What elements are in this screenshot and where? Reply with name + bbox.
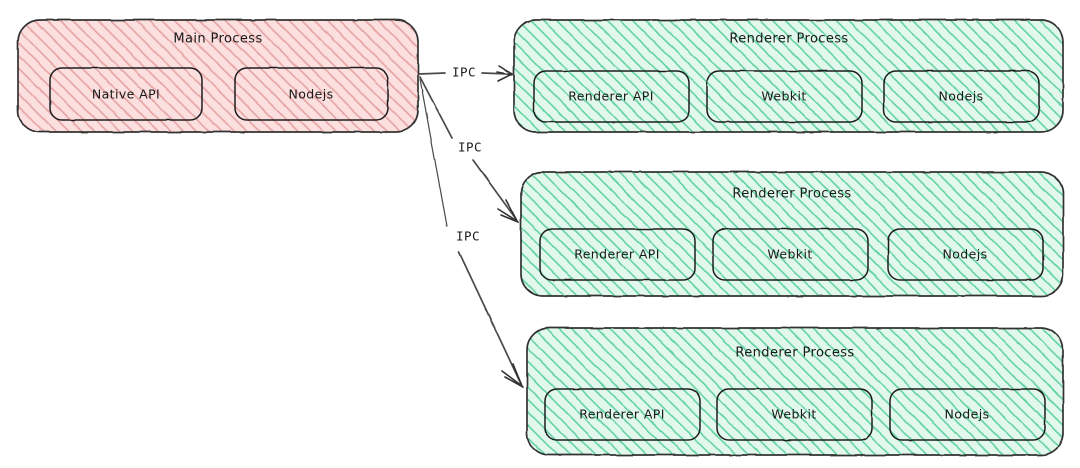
renderer-1-child-box-renderer-api[interactable]: [533, 70, 690, 123]
renderer-process-2-box: [520, 171, 1064, 297]
renderer-1-child-box-webkit[interactable]: [706, 70, 863, 123]
edge-ipc-3-label: IPC: [456, 229, 480, 244]
renderer-process-2-node[interactable]: Renderer Process Renderer API Webkit Nod…: [520, 171, 1064, 297]
renderer-1-child-label-nodejs: Nodejs: [938, 89, 983, 104]
renderer-process-1-box: [513, 19, 1064, 133]
renderer-3-child-box-nodejs[interactable]: [889, 388, 1046, 441]
renderer-1-child-label-webkit: Webkit: [761, 89, 806, 104]
main-process-child-label-nodejs: Nodejs: [288, 87, 333, 102]
edge-ipc-1[interactable]: [418, 65, 514, 82]
renderer-3-child-label-nodejs: Nodejs: [944, 407, 989, 422]
renderer-process-3-node[interactable]: Renderer Process Renderer API Webkit Nod…: [526, 327, 1064, 456]
main-process-child-label-native-api: Native API: [92, 87, 160, 102]
renderer-2-child-box-renderer-api[interactable]: [539, 228, 696, 281]
edge-ipc-1-label: IPC: [452, 65, 476, 80]
renderer-process-3-box: [526, 327, 1064, 456]
main-process-child-box-nodejs[interactable]: [234, 67, 389, 121]
main-process-box: [17, 19, 419, 133]
renderer-2-child-box-webkit[interactable]: [712, 228, 869, 281]
main-process-child-box-native-api[interactable]: [49, 67, 203, 121]
renderer-process-1-title: Renderer Process: [729, 32, 848, 47]
main-process-node[interactable]: Main Process Native API Nodejs: [17, 19, 419, 133]
renderer-3-child-label-webkit: Webkit: [771, 407, 816, 422]
renderer-process-2-title: Renderer Process: [732, 187, 851, 202]
renderer-2-child-label-webkit: Webkit: [767, 247, 812, 262]
edge-ipc-2-label: IPC: [458, 140, 482, 155]
renderer-3-child-box-webkit[interactable]: [716, 388, 873, 441]
renderer-process-3-title: Renderer Process: [735, 346, 854, 361]
renderer-1-child-box-nodejs[interactable]: [883, 70, 1040, 123]
renderer-process-1-node[interactable]: Renderer Process Renderer API Webkit Nod…: [513, 19, 1064, 133]
renderer-2-child-box-nodejs[interactable]: [887, 228, 1044, 281]
renderer-3-child-label-renderer-api: Renderer API: [579, 407, 665, 422]
renderer-2-child-label-nodejs: Nodejs: [942, 247, 987, 262]
renderer-3-child-box-renderer-api[interactable]: [544, 388, 701, 441]
main-process-title: Main Process: [173, 32, 262, 47]
edge-ipc-2[interactable]: [419, 76, 520, 224]
renderer-2-child-label-renderer-api: Renderer API: [574, 247, 660, 262]
edge-ipc-3[interactable]: [419, 78, 524, 389]
renderer-1-child-label-renderer-api: Renderer API: [568, 89, 654, 104]
